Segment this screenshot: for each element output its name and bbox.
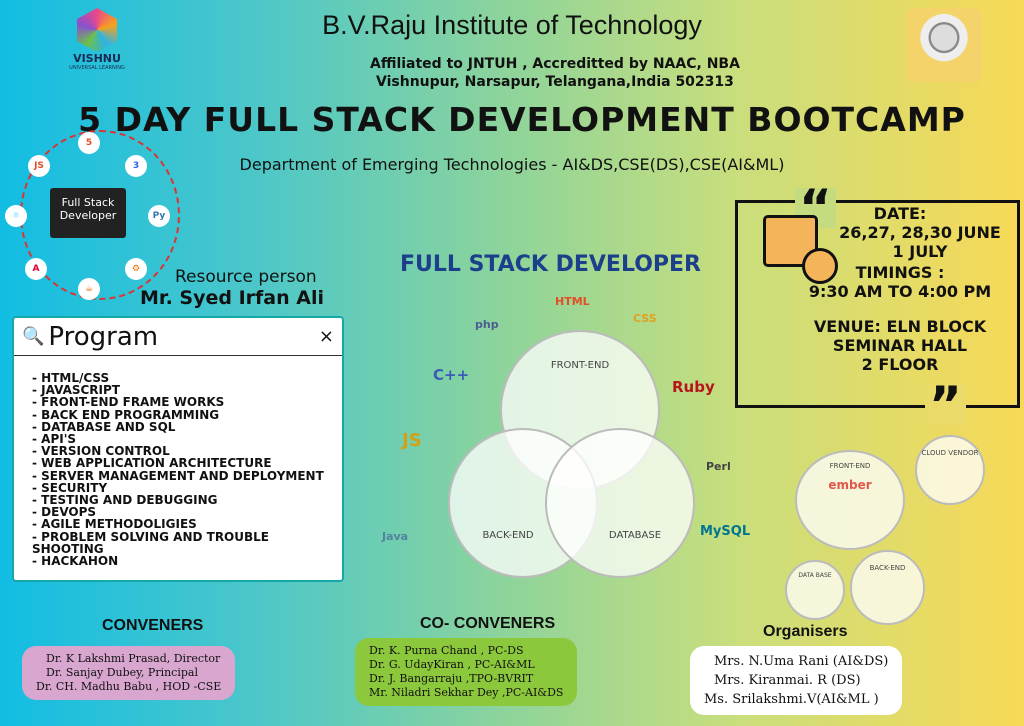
front-end-label: FRONT-END [550,360,610,371]
affiliation-text: Affiliated to JNTUH , Accreditted by NAA… [370,56,740,72]
ruby-icon: Ruby [672,378,715,396]
date-label: DATE: [873,204,927,223]
program-item: - JAVASCRIPT [32,383,120,398]
co-conveners-heading: CO- CONVENERS [420,615,556,632]
organisers-list: Mrs. N.Uma Rani (AI&DS) Mrs. Kiranmai. R… [690,646,903,715]
organiser: Mrs. N.Uma Rani (AI&DS) [714,654,889,669]
settings-icon: ⚙ [125,258,147,280]
clock-icon [802,248,838,284]
angular-icon: A [25,258,47,280]
timings-label: TIMINGS : [855,263,945,282]
vishnu-logo: VISHNU UNIVERSAL LEARNING [62,8,132,71]
program-header: 🔍 Program × [14,318,342,356]
program-item: - DEVOPS [32,505,97,520]
react-icon: ⚛ [5,205,27,227]
co-convener: Dr. G. UdayKiran , PC-AI&ML [369,658,535,671]
css3-icon: CSS [633,312,657,325]
program-item: - SECURITY [32,480,108,495]
convener: Dr. K Lakshmi Prasad, Director [46,652,221,665]
cluster-cloud: CLOUD VENDOR [915,435,985,505]
program-item: - FRONT-END FRAME WORKS [32,395,225,410]
event-dates: 26,27, 28,30 JUNE [839,223,1001,242]
java-logo-icon: Java [382,530,409,543]
convener: Dr. Sanjay Dubey, Principal [46,666,198,679]
search-icon: 🔍 [22,326,45,347]
database-label: DATABASE [608,530,662,541]
html5-icon: HTML [555,295,590,308]
page-title: 5 DAY FULL STACK DEVELOPMENT BOOTCAMP [78,100,966,139]
program-list: - HTML/CSS - JAVASCRIPT - FRONT-END FRAM… [14,356,342,567]
logo-tagline: UNIVERSAL LEARNING [69,65,125,71]
close-quote-icon: ” [925,380,966,430]
cluster-front-label: FRONT-END [829,462,871,470]
program-item: - AGILE METHODOLIGIES [32,517,197,532]
python-icon: Py [148,205,170,227]
program-item: - API'S [32,432,77,447]
program-item: - HTML/CSS [32,371,110,385]
cluster-front-end: FRONT-END ember [795,450,905,550]
institute-name: B.V.Raju Institute of Technology [322,10,702,40]
convener: Dr. CH. Madhu Babu , HOD -CSE [36,680,222,693]
event-details-box [735,200,1020,408]
resource-label: Resource person [175,267,317,287]
co-convener: Dr. J. Bangarraju ,TPO-BVRIT [369,672,534,685]
event-dates-2: 1 JULY [892,242,948,261]
program-item: - TESTING AND DEBUGGING [32,493,218,508]
venue-2: SEMINAR HALL [832,336,968,355]
perl-icon: Perl [706,460,731,473]
css3-icon: 3 [125,155,147,177]
javascript-icon: JS [402,430,422,451]
program-item: - PROBLEM SOLVING AND TROUBLE SHOOTING [32,529,269,556]
tech-cluster: FRONT-END ember CLOUD VENDOR DATA BASE BA… [770,425,1000,625]
program-item: - DATABASE AND SQL [32,419,176,434]
fsd-heading: FULL STACK DEVELOPER [400,252,701,277]
co-convener: Dr. K. Purna Chand , PC-DS [369,644,524,657]
portrait-image [906,8,982,82]
database-cluster-label: DATA BASE [798,572,832,579]
affiliation: Affiliated to JNTUH , Accreditted by NAA… [370,55,740,91]
cloud-label: CLOUD VENDOR [921,449,979,457]
venue: VENUE: ELN BLOCK [813,317,987,336]
program-item: - SERVER MANAGEMENT AND DEPLOYMENT [32,468,324,483]
organiser: Mrs. Kiranmai. R (DS) [714,673,861,688]
cluster-back-end: BACK-END [850,550,925,625]
co-convener: Mr. Niladri Sekhar Dey ,PC-AI&DS [369,686,564,699]
program-item: - HACKAHON [32,554,119,569]
java-icon: ☕ [78,278,100,300]
mysql-icon: MySQL [700,524,751,539]
program-item: - WEB APPLICATION ARCHITECTURE [32,456,272,471]
php-icon: php [475,318,499,331]
organiser: Ms. Srilakshmi.V(AI&ML ) [704,692,879,707]
event-timings: 9:30 AM TO 4:00 PM [808,282,992,301]
department: Department of Emerging Technologies - AI… [239,155,785,174]
program-title: Program [48,321,159,352]
back-end-cluster-label: BACK-END [869,564,906,572]
close-icon[interactable]: × [318,326,334,347]
html5-icon: 5 [78,132,100,154]
venn-diagram: FRONT-END BACK-END DATABASE [440,330,760,580]
venn-database: DATABASE [545,428,695,578]
conveners-heading: CONVENERS [102,617,204,634]
event-details: DATE: 26,27, 28,30 JUNE 1 JULY TIMINGS :… [780,204,1020,374]
venue-3: 2 FLOOR [861,355,939,374]
program-item: - BACK END PROGRAMMING [32,407,220,422]
program-box: 🔍 Program × - HTML/CSS - JAVASCRIPT - FR… [12,316,344,582]
address-text: Vishnupur, Narsapur, Telangana,India 502… [376,74,734,90]
js-icon: JS [28,155,50,177]
cluster-database: DATA BASE [785,560,845,620]
ember-icon: ember [828,478,872,492]
logo-name: VISHNU [73,52,121,65]
program-item: - VERSION CONTROL [32,444,170,459]
co-conveners-list: Dr. K. Purna Chand , PC-DS Dr. G. UdayKi… [355,638,578,706]
cpp-icon: C++ [433,366,470,384]
fsd-monitor: Full Stack Developer [50,188,126,238]
back-end-label: BACK-END [482,530,534,541]
conveners-list: Dr. K Lakshmi Prasad, Director Dr. Sanja… [22,646,236,700]
resource-name: Mr. Syed Irfan Ali [140,287,324,309]
organisers-heading: Organisers [763,623,848,640]
